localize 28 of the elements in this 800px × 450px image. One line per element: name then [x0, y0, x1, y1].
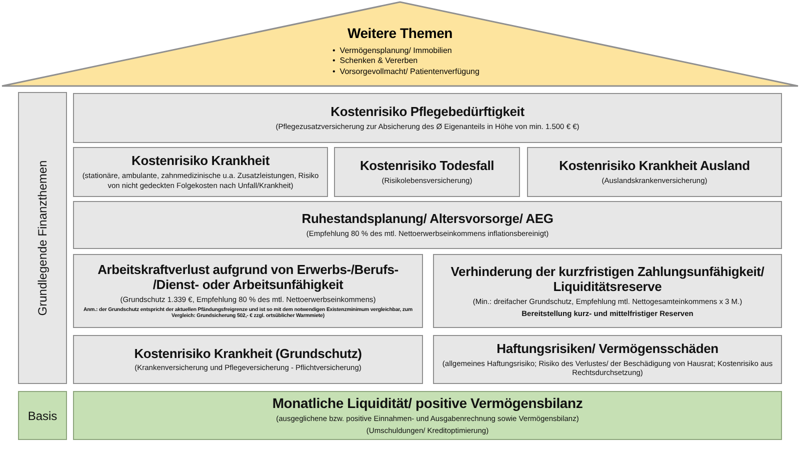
- box-title: Ruhestandsplanung/ Altersvorsorge/ AEG: [302, 211, 554, 227]
- topic-box: [73, 254, 423, 328]
- box-title: Kostenrisiko Krankheit (Grundschutz): [134, 346, 362, 362]
- box-title: Kostenrisiko Pflegebedürftigkeit: [330, 104, 524, 120]
- box-title: Verhinderung der kurzfristigen Zahlungsunfähigkeit/ Liquiditätsreserve: [450, 264, 766, 295]
- topic-box: [527, 147, 782, 197]
- box-title: Arbeitskraftverlust aufgrund von Erwerbs-/Berufs- /Dienst- oder Arbeitsunfähigkeit: [96, 262, 400, 293]
- box-title: Monatliche Liquidität/ positive Vermögensbilanz: [272, 395, 583, 412]
- topic-box: [433, 254, 782, 328]
- box-title: Kostenrisiko Todesfall: [360, 158, 494, 174]
- box-title: Kostenrisiko Krankheit: [132, 153, 270, 170]
- bullet-item: • Vorsorgevollmacht/ Patientenverfügung: [332, 67, 480, 78]
- box-title: Kostenrisiko Krankheit Ausland: [559, 158, 750, 174]
- basis-label: Basis: [28, 408, 58, 422]
- topic-box: [334, 147, 520, 197]
- topic-box: [73, 201, 782, 249]
- box-title: Haftungsrisiken/ Vermögensschäden: [496, 340, 718, 357]
- side-panel: [18, 92, 67, 384]
- topic-box: [73, 93, 782, 143]
- basis-panel: [18, 391, 67, 440]
- side-label: Grundlegende Finanzthemen: [36, 160, 50, 316]
- topic-box: [73, 335, 423, 384]
- roof-title: Weitere Themen: [347, 24, 453, 42]
- foundation-box: [73, 391, 782, 440]
- bullet-item: • Vermögensplanung/ Immobilien: [332, 46, 452, 56]
- topic-box: [433, 335, 782, 384]
- topic-box: [73, 147, 328, 197]
- bullet-item: • Schenken & Vererben: [332, 56, 418, 68]
